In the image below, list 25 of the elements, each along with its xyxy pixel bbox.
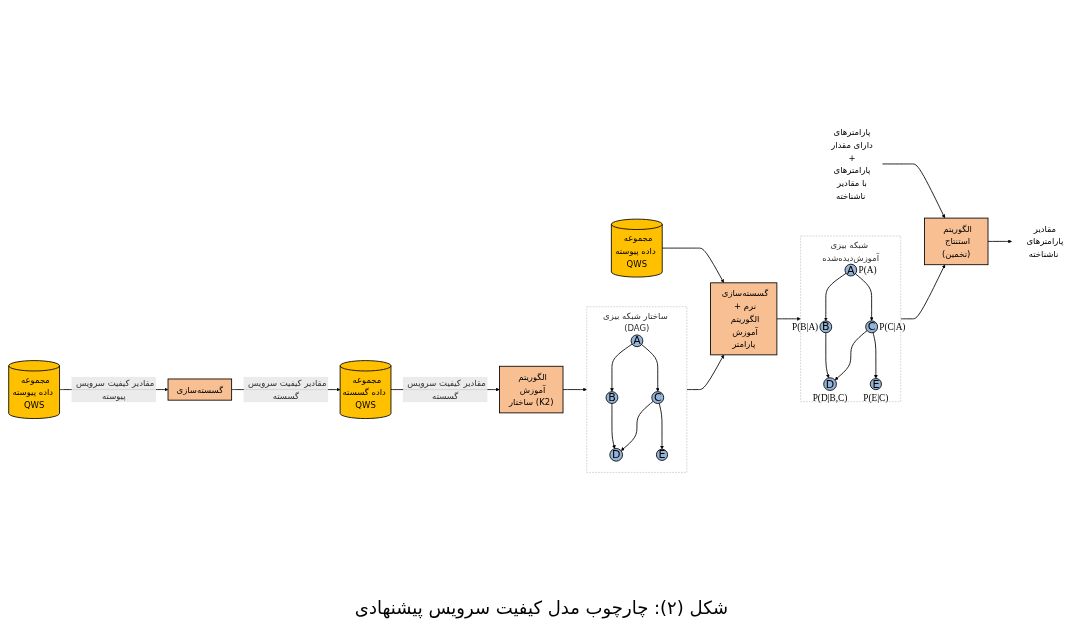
node-circle: A [630, 334, 643, 347]
node-circle: D [822, 376, 837, 391]
edge-label: مقادیر کیفیت سرویس گسسته [247, 377, 326, 401]
node-box: الگوریتم استنتاج (تخمین) [923, 217, 988, 265]
node-box: گسسته‌سازی [167, 378, 232, 401]
node-circle: C [650, 390, 664, 404]
probability-label: P(E|C) [862, 392, 888, 403]
node-circle: E [655, 448, 668, 461]
probability-label: P(C|A) [878, 321, 905, 332]
figure-caption: شکل (۲): چارچوب مدل کیفیت سرویس پیشنهادی [354, 597, 729, 618]
edge-label: مقادیر کیفیت سرویس پیوسته [75, 377, 154, 401]
node-circle: E [869, 377, 882, 390]
node-circle: C [864, 319, 878, 333]
probability-label: P(D|B,C) [812, 392, 847, 403]
edge-label: مقادیر کیفیت سرویس گسسته [406, 377, 486, 401]
probability-label: P(B|A) [791, 321, 818, 332]
node-circle: D [608, 447, 623, 462]
node-text: مقادیر پارامترهای ناشناخته [1025, 223, 1063, 259]
node-box: الگوریتم آموزش ساختار (K2) [498, 365, 563, 413]
node-circle: A [844, 263, 857, 276]
probability-label: P(A) [857, 264, 877, 275]
node-circle: B [819, 320, 832, 333]
node-box: گسسته‌سازی نرم + الگوریتم آموزش پارامتر [709, 281, 777, 355]
node-circle: B [605, 390, 618, 404]
node-text: پارامترهای دارای مقدار + پارامترهای با مقادیر ناشناخته [830, 126, 873, 201]
